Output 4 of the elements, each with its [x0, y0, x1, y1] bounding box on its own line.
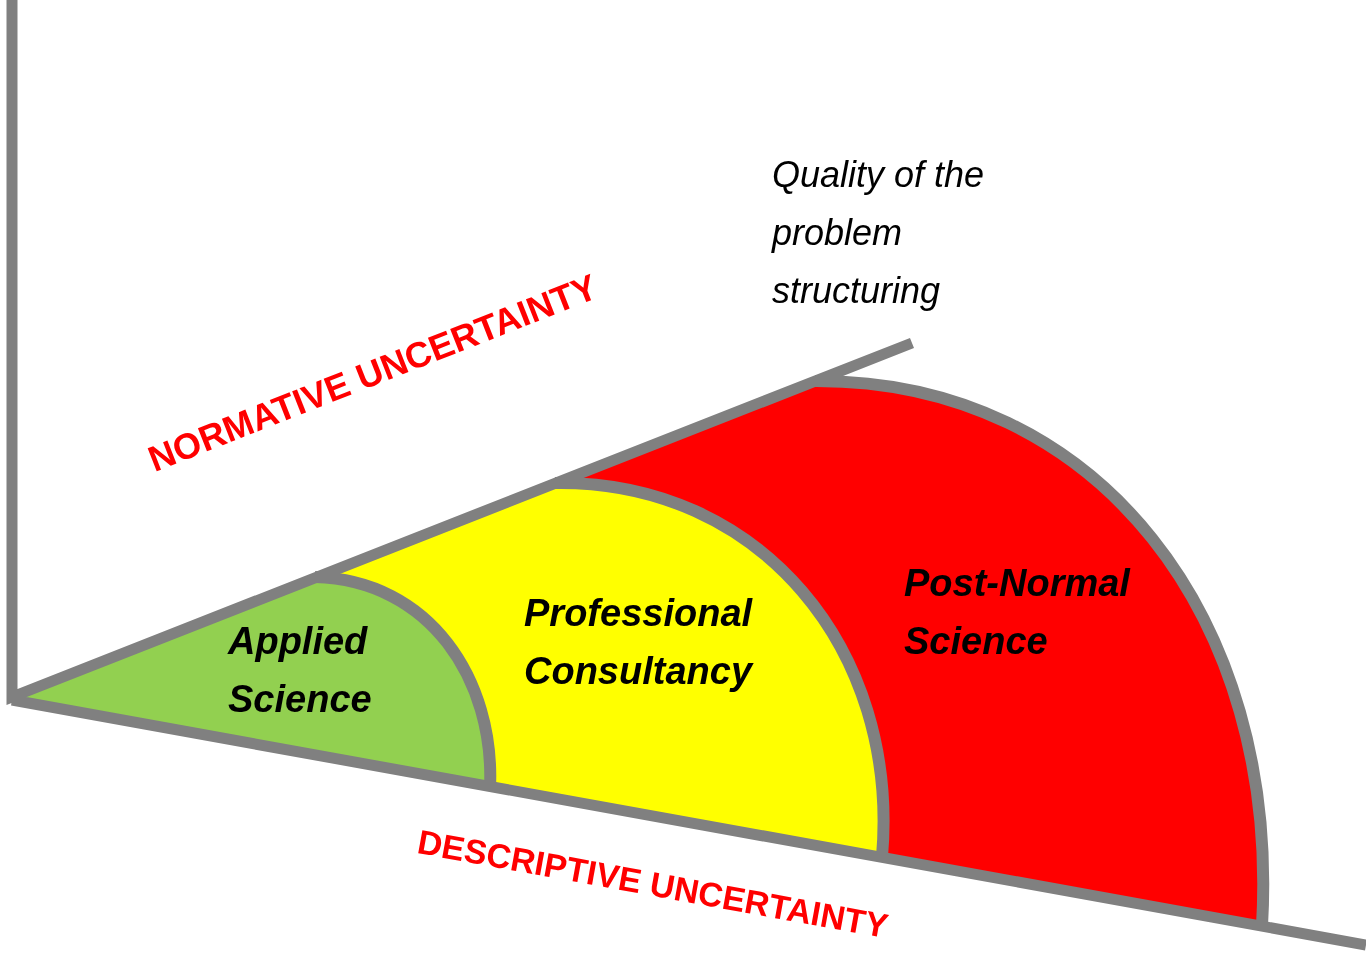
axis-title: Quality of the problem structuring [772, 153, 986, 313]
region-label: Post-Normal Science [904, 554, 1164, 670]
region-label: Professional Consultancy [524, 584, 784, 700]
region-label: Applied Science [228, 612, 488, 728]
